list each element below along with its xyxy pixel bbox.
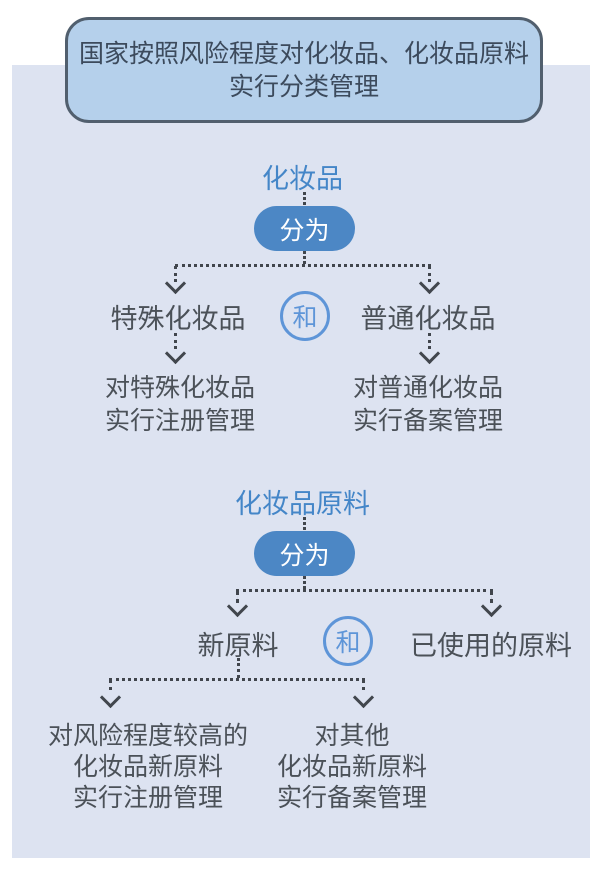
branch-label-new-ingredients: 新原料	[197, 631, 279, 662]
connector-line	[174, 266, 177, 282]
result-line: 化妆品新原料	[276, 752, 427, 781]
section2-split-node: 分为	[254, 531, 355, 576]
connector-line	[428, 266, 431, 282]
branch-label-ordinary-cosmetics: 普通化妆品	[360, 304, 496, 335]
connector-line	[303, 251, 306, 264]
branch-label-special-cosmetics: 特殊化妆品	[110, 304, 246, 335]
result-line: 对风险程度较高的	[47, 721, 248, 750]
result-line: 实行注册管理	[72, 783, 223, 812]
result-line: 实行注册管理	[104, 406, 255, 435]
result-special-cosmetics: 对特殊化妆品 实行注册管理	[55, 371, 305, 437]
result-line: 对特殊化妆品	[104, 373, 255, 402]
connector-line	[236, 591, 239, 603]
section2-title: 化妆品原料	[235, 489, 370, 520]
connector-line	[237, 658, 240, 678]
result-line: 对其他	[314, 721, 390, 750]
connector-line	[303, 517, 306, 530]
result-line: 化妆品新原料	[72, 752, 223, 781]
result-line: 实行备案管理	[352, 406, 503, 435]
connector-line	[362, 680, 365, 690]
header-title-line1: 国家按照风险程度对化妆品、化妆品原料	[78, 39, 529, 68]
branch-line	[175, 264, 431, 267]
connector-line	[490, 591, 493, 603]
connector-line	[428, 333, 431, 349]
branch-line	[236, 589, 493, 592]
connector-line	[174, 333, 177, 349]
section1-title: 化妆品	[262, 164, 343, 195]
and-circle: 和	[280, 291, 330, 341]
result-line: 实行备案管理	[276, 783, 427, 812]
branch-line	[109, 678, 365, 681]
and-circle: 和	[323, 616, 373, 666]
result-line: 对普通化妆品	[352, 373, 503, 402]
result-other-new-ingredients: 对其他 化妆品新原料 实行备案管理	[226, 720, 478, 813]
section1-split-node: 分为	[254, 206, 355, 251]
connector-line	[303, 576, 306, 589]
connector-line	[303, 192, 306, 205]
header-card: 国家按照风险程度对化妆品、化妆品原料 实行分类管理	[65, 17, 543, 123]
content-panel	[12, 65, 590, 858]
result-ordinary-cosmetics: 对普通化妆品 实行备案管理	[303, 371, 553, 437]
header-title-line2: 实行分类管理	[228, 72, 379, 101]
connector-line	[109, 680, 112, 690]
result-high-risk-new-ingredients: 对风险程度较高的 化妆品新原料 实行注册管理	[22, 720, 274, 813]
branch-label-used-ingredients: 已使用的原料	[410, 631, 572, 662]
